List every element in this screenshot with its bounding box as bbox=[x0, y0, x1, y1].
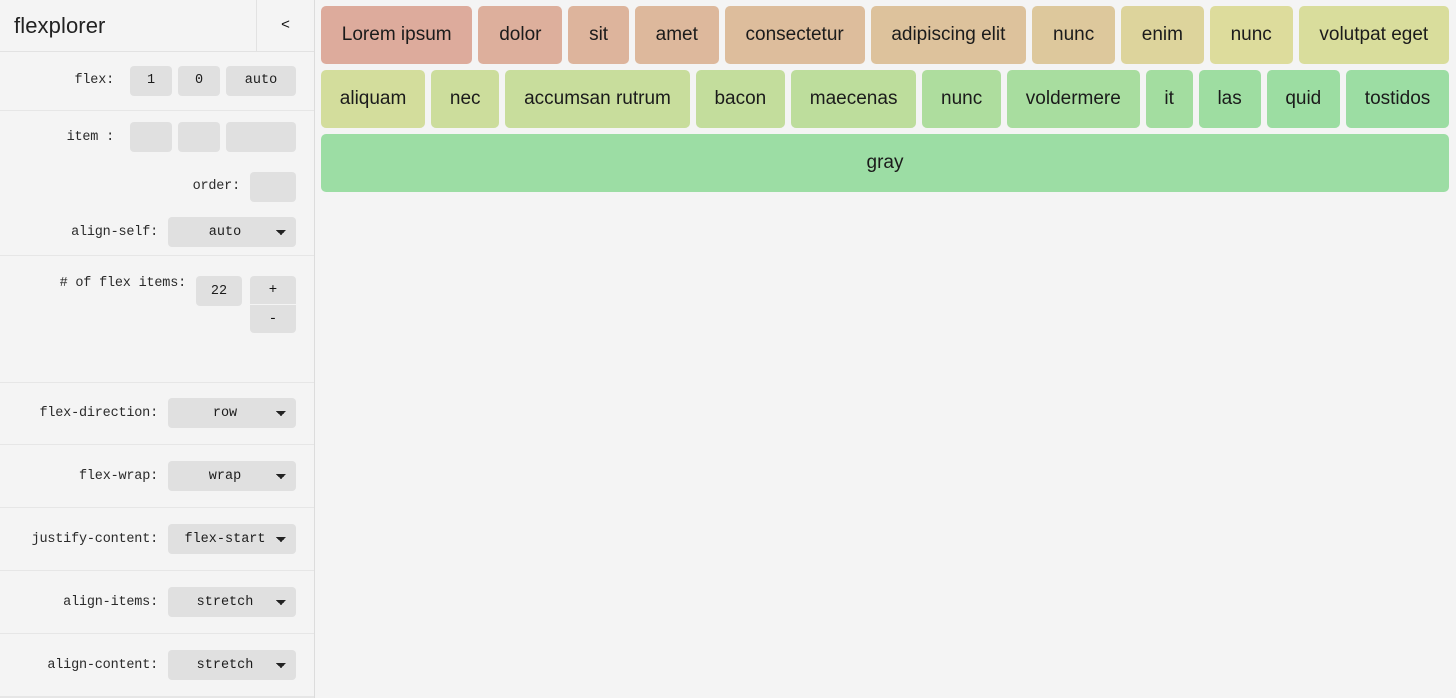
flex-item-label: it bbox=[1164, 88, 1174, 109]
flex-item-label: maecenas bbox=[809, 88, 898, 109]
flex-canvas-panel: Lorem ipsum dolor sit amet consectetur adipis… bbox=[315, 0, 1456, 698]
item-input-3[interactable] bbox=[226, 122, 296, 153]
flex-direction-row: flex-direction: rowrow-reversecolumncolu… bbox=[0, 383, 314, 446]
flex-direction-label: flex-direction: bbox=[39, 405, 158, 421]
collapse-sidebar-button[interactable]: < bbox=[256, 0, 314, 52]
flex-item[interactable]: Lorem ipsum bbox=[321, 6, 473, 64]
flex-container: Lorem ipsum dolor sit amet consectetur adipis… bbox=[321, 6, 1455, 198]
flex-item-label: tostidos bbox=[1364, 88, 1431, 109]
item-input-1[interactable] bbox=[130, 122, 172, 153]
flex-item[interactable]: dolor bbox=[478, 6, 563, 64]
flex-item[interactable]: aliquam bbox=[321, 70, 426, 128]
justify-content-row: justify-content: flex-startflex-endcente… bbox=[0, 508, 314, 572]
flex-item-count-row: # of flex items: + - bbox=[0, 256, 314, 383]
flex-item-label: sit bbox=[589, 24, 609, 45]
flex-item-label: quid bbox=[1285, 88, 1322, 109]
flex-item-label: nunc bbox=[941, 88, 983, 109]
order-input[interactable] bbox=[250, 171, 296, 202]
flex-item[interactable]: accumsan rutrum bbox=[505, 70, 690, 128]
flex-item-label: enim bbox=[1141, 24, 1183, 45]
flex-item-label: Lorem ipsum bbox=[341, 24, 452, 45]
flex-item-label: nunc bbox=[1053, 24, 1095, 45]
align-items-select[interactable]: stretchflex-startflex-endcenterbaseline bbox=[168, 587, 296, 618]
item-input-2[interactable] bbox=[178, 122, 220, 153]
page-title: flexplorer bbox=[14, 12, 106, 38]
flex-item-label: aliquam bbox=[339, 88, 407, 109]
flex-item[interactable]: maecenas bbox=[791, 70, 917, 128]
flex-item[interactable]: sit bbox=[568, 6, 629, 64]
flex-item-label: nec bbox=[449, 88, 481, 109]
decrement-flex-items-button[interactable]: - bbox=[250, 305, 296, 334]
justify-content-select[interactable]: flex-startflex-endcenterspace-betweenspa… bbox=[168, 524, 296, 555]
align-content-row: align-content: stretchflex-startflex-end… bbox=[0, 634, 314, 697]
sidebar-header: flexplorer < bbox=[0, 0, 314, 52]
flex-item[interactable]: quid bbox=[1266, 70, 1341, 128]
flex-item[interactable]: bacon bbox=[695, 70, 785, 128]
flex-item[interactable]: amet bbox=[634, 6, 719, 64]
flex-item-count-label: # of flex items: bbox=[59, 276, 187, 292]
flex-item-label: amet bbox=[655, 24, 698, 45]
align-items-row: align-items: stretchflex-startflex-endce… bbox=[0, 571, 314, 635]
item-label: item : bbox=[66, 129, 115, 145]
align-self-row: align-self: autoflex-startflex-endcenter… bbox=[0, 209, 314, 257]
flex-item[interactable]: adipiscing elit bbox=[870, 6, 1027, 64]
flex-item[interactable]: nunc bbox=[1032, 6, 1115, 64]
flex-item-label: adipiscing elit bbox=[891, 24, 1006, 45]
flex-item-count-input[interactable] bbox=[196, 276, 242, 307]
flex-label: flex: bbox=[74, 73, 114, 89]
flex-direction-select[interactable]: rowrow-reversecolumncolumn-reverse bbox=[168, 398, 296, 429]
align-content-select[interactable]: stretchflex-startflex-endcenterspace-bet… bbox=[168, 650, 296, 680]
flex-item-label: bacon bbox=[714, 88, 767, 109]
flex-item-label: voldermere bbox=[1025, 88, 1121, 109]
flex-item[interactable]: gray bbox=[321, 134, 1449, 192]
align-content-label: align-content: bbox=[47, 657, 158, 673]
flex-item-label: consectetur bbox=[745, 24, 844, 45]
justify-content-label: justify-content: bbox=[31, 531, 159, 547]
flex-grow-input[interactable] bbox=[130, 65, 172, 96]
flex-item[interactable]: it bbox=[1145, 70, 1193, 128]
flex-wrap-select[interactable]: nowrapwrapwrap-reverse bbox=[168, 461, 296, 492]
flex-wrap-label: flex-wrap: bbox=[78, 468, 158, 484]
align-self-label: align-self: bbox=[71, 224, 158, 240]
flex-item-label: accumsan rutrum bbox=[524, 88, 671, 109]
increment-flex-items-button[interactable]: + bbox=[250, 276, 296, 305]
flex-item-count-stepper: + - bbox=[250, 276, 296, 334]
flex-item[interactable]: consectetur bbox=[724, 6, 865, 64]
flex-item[interactable]: nunc bbox=[922, 70, 1001, 128]
flex-item[interactable]: enim bbox=[1121, 6, 1204, 64]
flex-item[interactable]: nunc bbox=[1209, 6, 1293, 64]
flex-item[interactable]: voldermere bbox=[1007, 70, 1140, 128]
align-items-label: align-items: bbox=[63, 594, 158, 610]
flex-item-label: volutpat eget bbox=[1319, 24, 1429, 45]
flex-item-label: las bbox=[1217, 88, 1242, 109]
sidebar: flexplorer < flex: item : order: align-s… bbox=[0, 0, 315, 698]
item-row: item : bbox=[0, 111, 314, 164]
flex-item[interactable]: volutpat eget bbox=[1298, 6, 1449, 64]
flex-item-label: gray bbox=[866, 152, 904, 173]
flex-item-label: dolor bbox=[499, 24, 542, 45]
flex-basis-input[interactable] bbox=[226, 65, 296, 96]
order-label: order: bbox=[192, 179, 241, 195]
flex-shrink-input[interactable] bbox=[178, 65, 220, 96]
flex-item-label: nunc bbox=[1230, 24, 1272, 45]
flex-item[interactable]: las bbox=[1198, 70, 1261, 128]
flex-wrap-row: flex-wrap: nowrapwrapwrap-reverse bbox=[0, 445, 314, 509]
align-self-select[interactable]: autoflex-startflex-endcenterbaselinestre… bbox=[168, 217, 296, 248]
flex-item[interactable]: nec bbox=[431, 70, 500, 128]
order-row: order: bbox=[0, 164, 314, 209]
chevron-left-icon: < bbox=[280, 17, 290, 34]
sidebar-bottom-divider bbox=[0, 696, 314, 698]
flex-shorthand-row: flex: bbox=[0, 52, 314, 111]
flex-item[interactable]: tostidos bbox=[1346, 70, 1450, 128]
